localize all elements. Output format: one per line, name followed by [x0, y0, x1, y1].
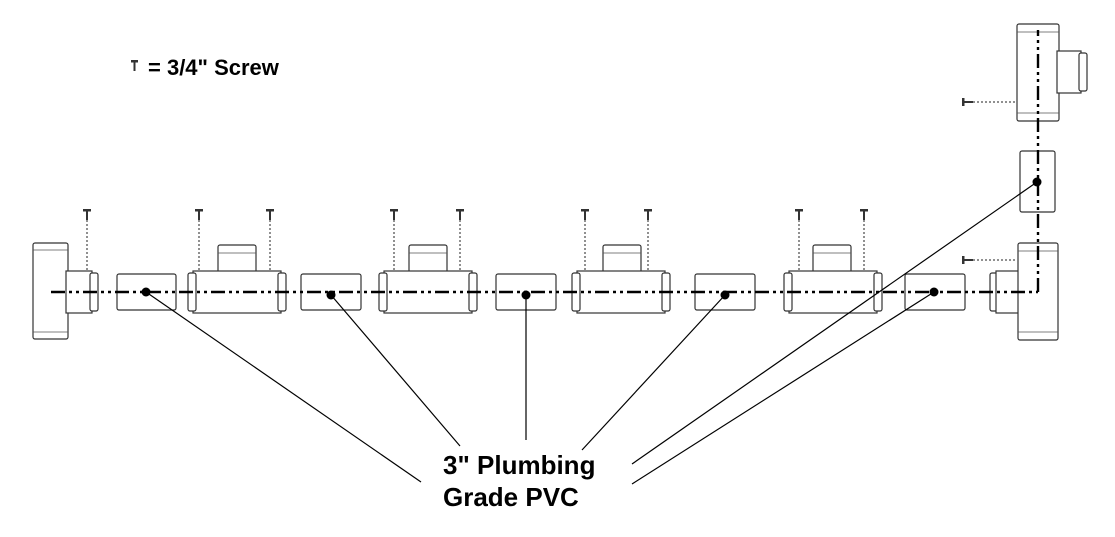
screw: [795, 209, 803, 270]
screw: [456, 209, 464, 270]
leader-dot: [1032, 177, 1042, 187]
leader-dot: [929, 287, 939, 297]
pvc-label: 3" Plumbing Grade PVC: [443, 450, 595, 512]
screw: [962, 98, 1016, 106]
legend: = 3/4" Screw: [131, 55, 280, 80]
screw: [195, 209, 203, 270]
leader-dot: [720, 290, 730, 300]
tee-fitting: [571, 244, 671, 314]
screw: [266, 209, 274, 270]
leader-dot: [521, 290, 531, 300]
screw: [644, 209, 652, 270]
screw-icon: [131, 60, 138, 71]
leader-dot: [141, 287, 151, 297]
left-end-tee: [32, 242, 99, 340]
screw: [390, 209, 398, 270]
tee-fitting: [187, 244, 287, 314]
tee-fitting: [378, 244, 478, 314]
screw: [860, 209, 868, 270]
screw: [83, 209, 91, 270]
tee-fitting: [783, 244, 883, 314]
pvc-label-line1: 3" Plumbing: [443, 450, 595, 480]
right-top-tee: [1016, 23, 1088, 122]
leader-lines: [145, 181, 1038, 485]
legend-text: = 3/4" Screw: [148, 55, 280, 80]
screw: [962, 256, 1016, 264]
pvc-label-line2: Grade PVC: [443, 482, 579, 512]
leader-dot: [326, 290, 336, 300]
screw: [581, 209, 589, 270]
